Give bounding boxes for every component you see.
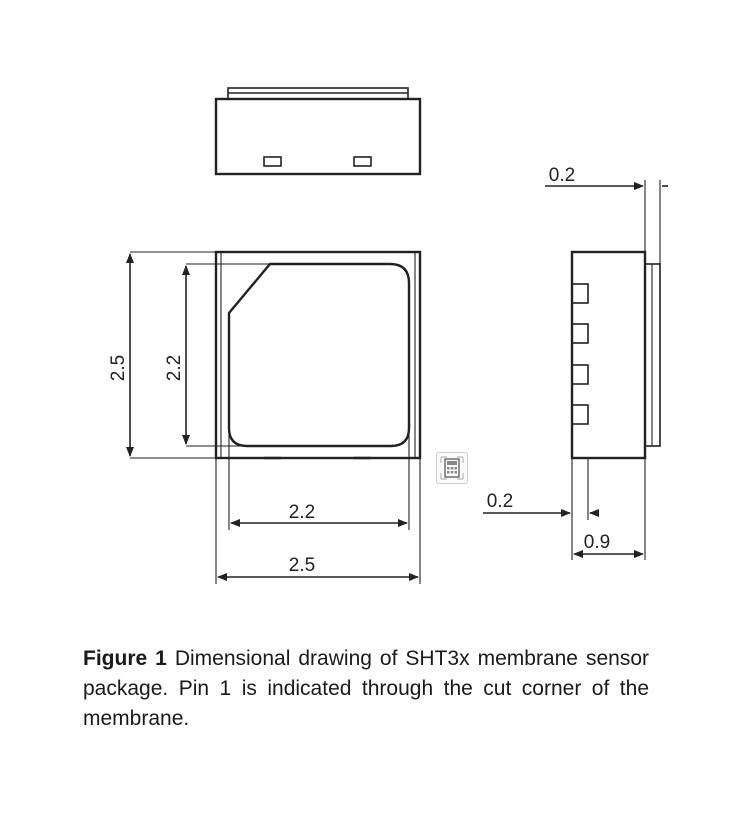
dim-membrane-thickness: 0.2 <box>549 165 575 186</box>
figure-caption-text: Dimensional drawing of SHT3x membrane se… <box>83 647 649 730</box>
figure-label: Figure 1 <box>83 647 167 670</box>
side-pad-3 <box>571 364 589 385</box>
top-view <box>214 87 422 176</box>
figure-caption: Figure 1 Dimensional drawing of SHT3x me… <box>83 644 649 734</box>
calculator-glyph <box>440 456 464 480</box>
dim-outer-width: 2.5 <box>289 555 315 576</box>
dim-outer-height: 2.5 <box>108 355 129 381</box>
dim-membrane-height: 2.2 <box>164 355 185 381</box>
dimensional-drawing: 2.5 2.2 2.2 2.5 0.2 <box>108 87 668 584</box>
calculator-icon[interactable] <box>436 452 468 484</box>
membrane-outline <box>227 262 411 448</box>
side-view: 0.2 0.2 0.9 <box>483 165 668 560</box>
dim-side-offset: 0.2 <box>487 491 513 512</box>
front-view: 2.5 2.2 2.2 2.5 <box>108 250 422 584</box>
top-pad-left <box>263 156 282 167</box>
side-pad-2 <box>571 323 589 344</box>
side-pad-4 <box>571 404 589 425</box>
dim-membrane-width: 2.2 <box>289 502 315 523</box>
side-pad-1 <box>571 283 589 304</box>
dim-side-depth: 0.9 <box>584 532 610 553</box>
top-pad-right <box>353 156 372 167</box>
